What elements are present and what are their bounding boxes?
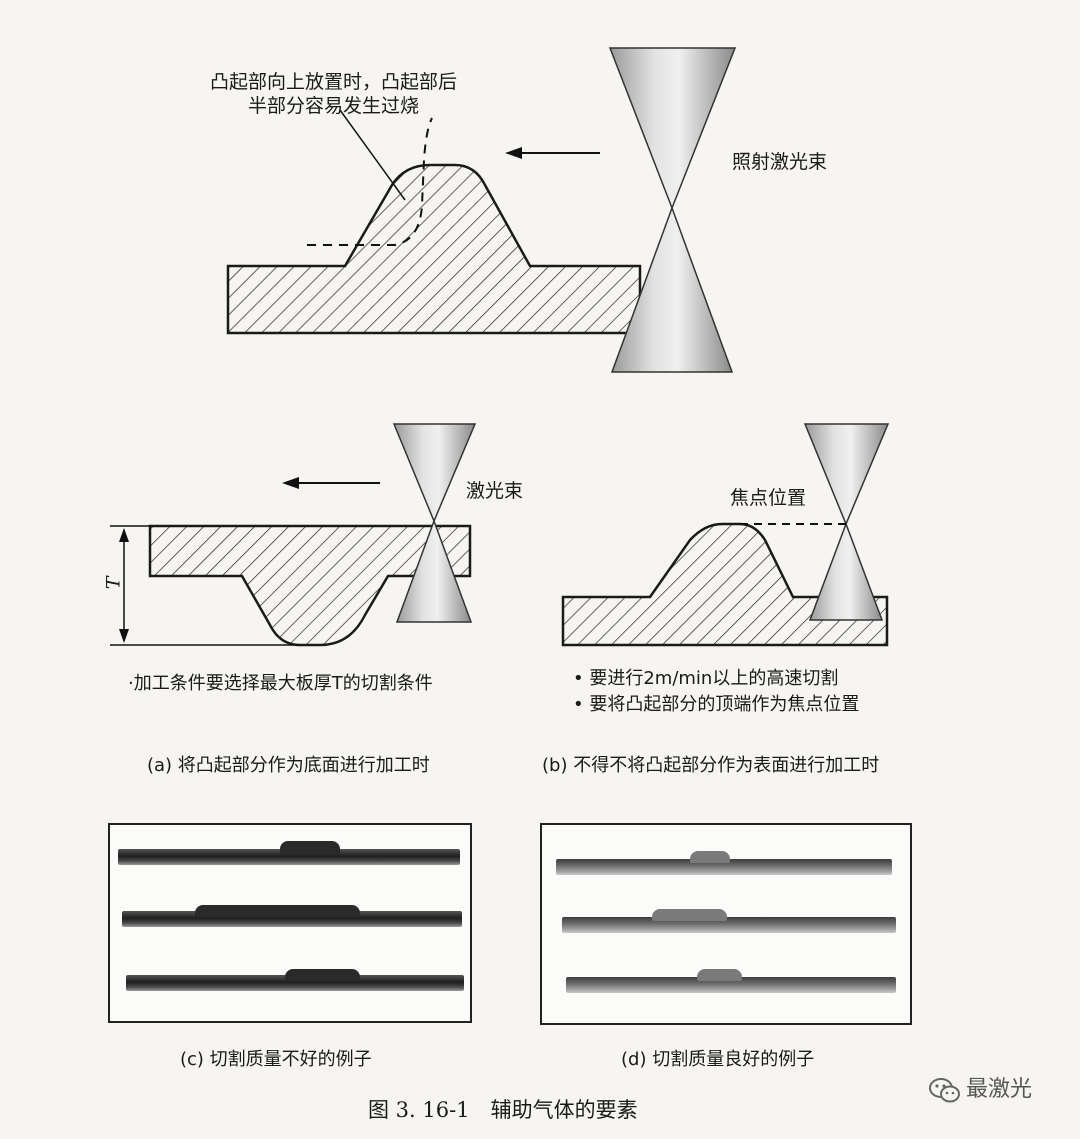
- top-annotation-leader: [339, 109, 406, 201]
- panel-c-caption: (c) 切割质量不好的例子: [180, 1049, 372, 1070]
- poor-cut-burr-1: [280, 841, 340, 855]
- top-workpiece: [226, 163, 642, 335]
- top-laser-beam: [608, 47, 737, 373]
- photo-poor-cut-quality: [108, 823, 472, 1023]
- top-overburn-dashed-line: [307, 117, 433, 246]
- panel-b-focus-label: 焦点位置: [730, 487, 807, 509]
- panel-b-bullet2: • 要将凸起部分的顶端作为焦点位置: [573, 694, 860, 715]
- panel-d-caption: (d) 切割质量良好的例子: [621, 1049, 815, 1070]
- panel-a-beam-label: 激光束: [466, 480, 524, 502]
- good-cut-strip-1: [556, 859, 892, 875]
- top-arrow-head: [505, 147, 522, 159]
- wechat-icon: [928, 1076, 962, 1106]
- figure-title: 图 3. 16-1 辅助气体的要素: [368, 1098, 638, 1122]
- top-beam-label: 照射激光束: [732, 151, 828, 173]
- poor-cut-strip-3: [126, 975, 464, 991]
- good-cut-strip-2: [562, 917, 896, 933]
- poor-cut-burr-2: [195, 905, 360, 917]
- panel-a-arrow-head: [282, 477, 299, 489]
- watermark-text: 最激光: [966, 1077, 1033, 1102]
- panel-a-thickness-symbol: T: [102, 576, 125, 590]
- good-cut-bump-2: [652, 909, 727, 921]
- panel-a-thickness-dimension: [110, 525, 300, 646]
- panel-a-laser-beam: [392, 423, 477, 623]
- panel-a-bullet: ·加工条件要选择最大板厚T的切割条件: [128, 673, 433, 694]
- panel-a-workpiece: [148, 524, 472, 647]
- panel-b-bullet1: • 要进行2m/min以上的高速切割: [573, 668, 839, 689]
- poor-cut-burr-3: [285, 969, 360, 981]
- panel-b-caption: (b) 不得不将凸起部分作为表面进行加工时: [542, 755, 880, 776]
- poor-cut-strip-1: [118, 849, 460, 865]
- good-cut-bump-3: [697, 969, 742, 981]
- top-annotation-line1: 凸起部向上放置时，凸起部后: [210, 71, 458, 93]
- photo-good-cut-quality: [540, 823, 912, 1025]
- panel-b-laser-beam: [803, 423, 890, 621]
- panel-a-caption: (a) 将凸起部分作为底面进行加工时: [147, 755, 430, 776]
- good-cut-bump-1: [690, 851, 730, 863]
- top-annotation-line2: 半部分容易发生过烧: [248, 95, 420, 117]
- good-cut-strip-3: [566, 977, 896, 993]
